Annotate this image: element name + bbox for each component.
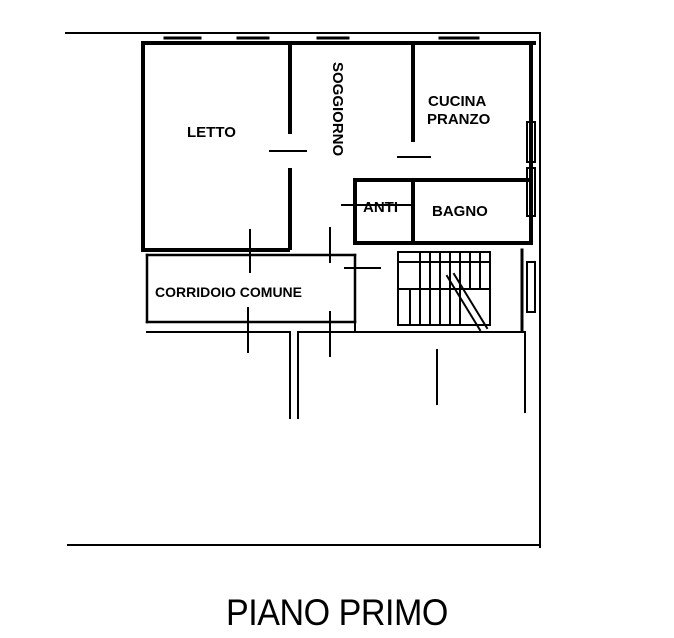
room-label-bagno: BAGNO [432,203,488,220]
corridor-walls [145,253,357,324]
door-marks [247,150,431,357]
room-label-anti: ANTI [363,199,398,216]
room-label-letto: LETTO [187,124,236,141]
windows-right [526,121,536,313]
site-boundary [65,32,541,548]
exterior-walls [141,41,536,252]
room-label-cucina: CUCINA [428,93,486,110]
room-label-pranzo: PRANZO [427,111,491,128]
lower-walls [146,321,526,419]
floor-title: PIANO PRIMO [226,592,448,633]
interior-walls [288,43,533,250]
room-label-corridoio: CORRIDOIO COMUNE [155,284,302,300]
room-label-soggiorno: SOGGIORNO [329,62,346,157]
staircase [397,251,491,332]
